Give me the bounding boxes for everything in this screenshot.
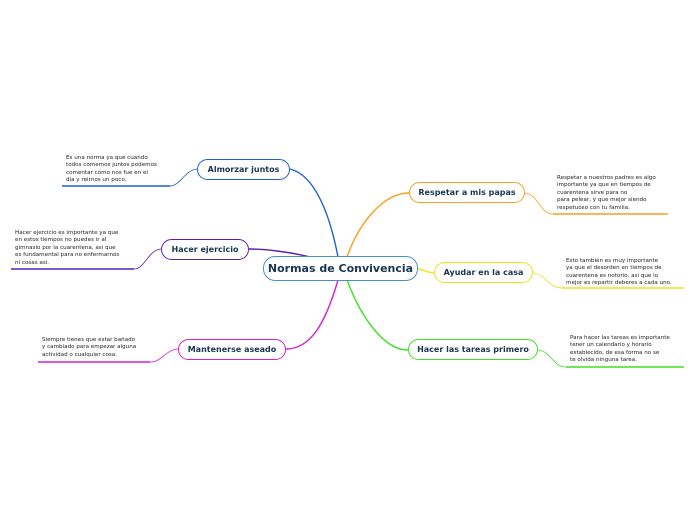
note-line: establecido, de esa forma no se: [570, 349, 660, 356]
note-line: mejor es repartir deberes a cada uno.: [566, 280, 672, 287]
connector-ayudar: [417, 268, 435, 274]
note-line: es fundamental para no enfermarnos: [15, 252, 120, 259]
note-line: Respetar a nuestros padres es algo: [557, 175, 656, 181]
note-line: Para hacer las tareas es importante: [570, 335, 670, 341]
connector-respetar: [346, 192, 410, 258]
note-link-aseado: [149, 348, 179, 363]
note-link-ayudar: [532, 272, 563, 289]
note-link-ejercicio: [133, 248, 162, 270]
connector-tareas: [346, 279, 409, 351]
note-line: Siempre tienes que estar bañado: [42, 337, 136, 343]
note-line: te olvida ninguna tarea.: [570, 357, 637, 364]
topic-hacer-las-tareas-primero[interactable]: Hacer las tareas primero: [408, 339, 538, 360]
note-link-respetar: [524, 192, 554, 215]
note-line: gimnasio por la cuarentena, asi que: [15, 244, 116, 251]
note-line: cuarentena es notorio, asi que lo: [566, 272, 659, 279]
note-line: Hacer ejercicio es importante ya que: [15, 230, 119, 236]
note-line: importante ya que en tiempos de: [557, 182, 651, 189]
topic-hacer-ejercicio[interactable]: Hacer ejercicio: [161, 239, 249, 260]
note-link-almorzar: [169, 168, 198, 187]
topic-respetar-a-mis-papas[interactable]: Respetar a mis papas: [409, 182, 525, 203]
note-line: ni cosas asi.: [15, 259, 50, 266]
note-line: comentar cómo nos fue en el: [66, 169, 148, 176]
note-line: y cambiado para empezar alguna: [42, 344, 137, 351]
note-line: respetuoso con tu familia.: [557, 204, 630, 211]
note-line: ya que el desorden en tiempos de: [566, 265, 662, 272]
connector-aseado: [285, 279, 339, 350]
note-line: cuarentena sirve para no: [557, 189, 628, 196]
note-line: todos comemos juntos podemos: [66, 162, 157, 169]
topic-almorzar-juntos[interactable]: Almorzar juntos: [197, 159, 290, 180]
note-line: tener un calendario y horario: [570, 342, 652, 349]
connector-ejercicio: [248, 248, 311, 258]
note-line: actividad o cualquier cosa.: [42, 351, 118, 358]
note-line: Esto también es muy importante: [566, 258, 659, 264]
note-line: en estos tiempos no puedes ir al: [15, 237, 107, 244]
connector-almorzar: [289, 168, 339, 258]
central-topic[interactable]: Normas de Convivencia: [263, 256, 418, 281]
topic-ayudar-en-la-casa[interactable]: Ayudar en la casa: [434, 262, 533, 283]
note-line: día y reirnos un poco.: [66, 177, 127, 184]
topic-mantenerse-aseado[interactable]: Mantenerse aseado: [178, 339, 286, 360]
note-link-tareas: [537, 349, 567, 368]
note-line: para pelear, y que mejor siendo: [557, 197, 647, 204]
note-line: Es una norma ya que cuando: [66, 155, 148, 161]
